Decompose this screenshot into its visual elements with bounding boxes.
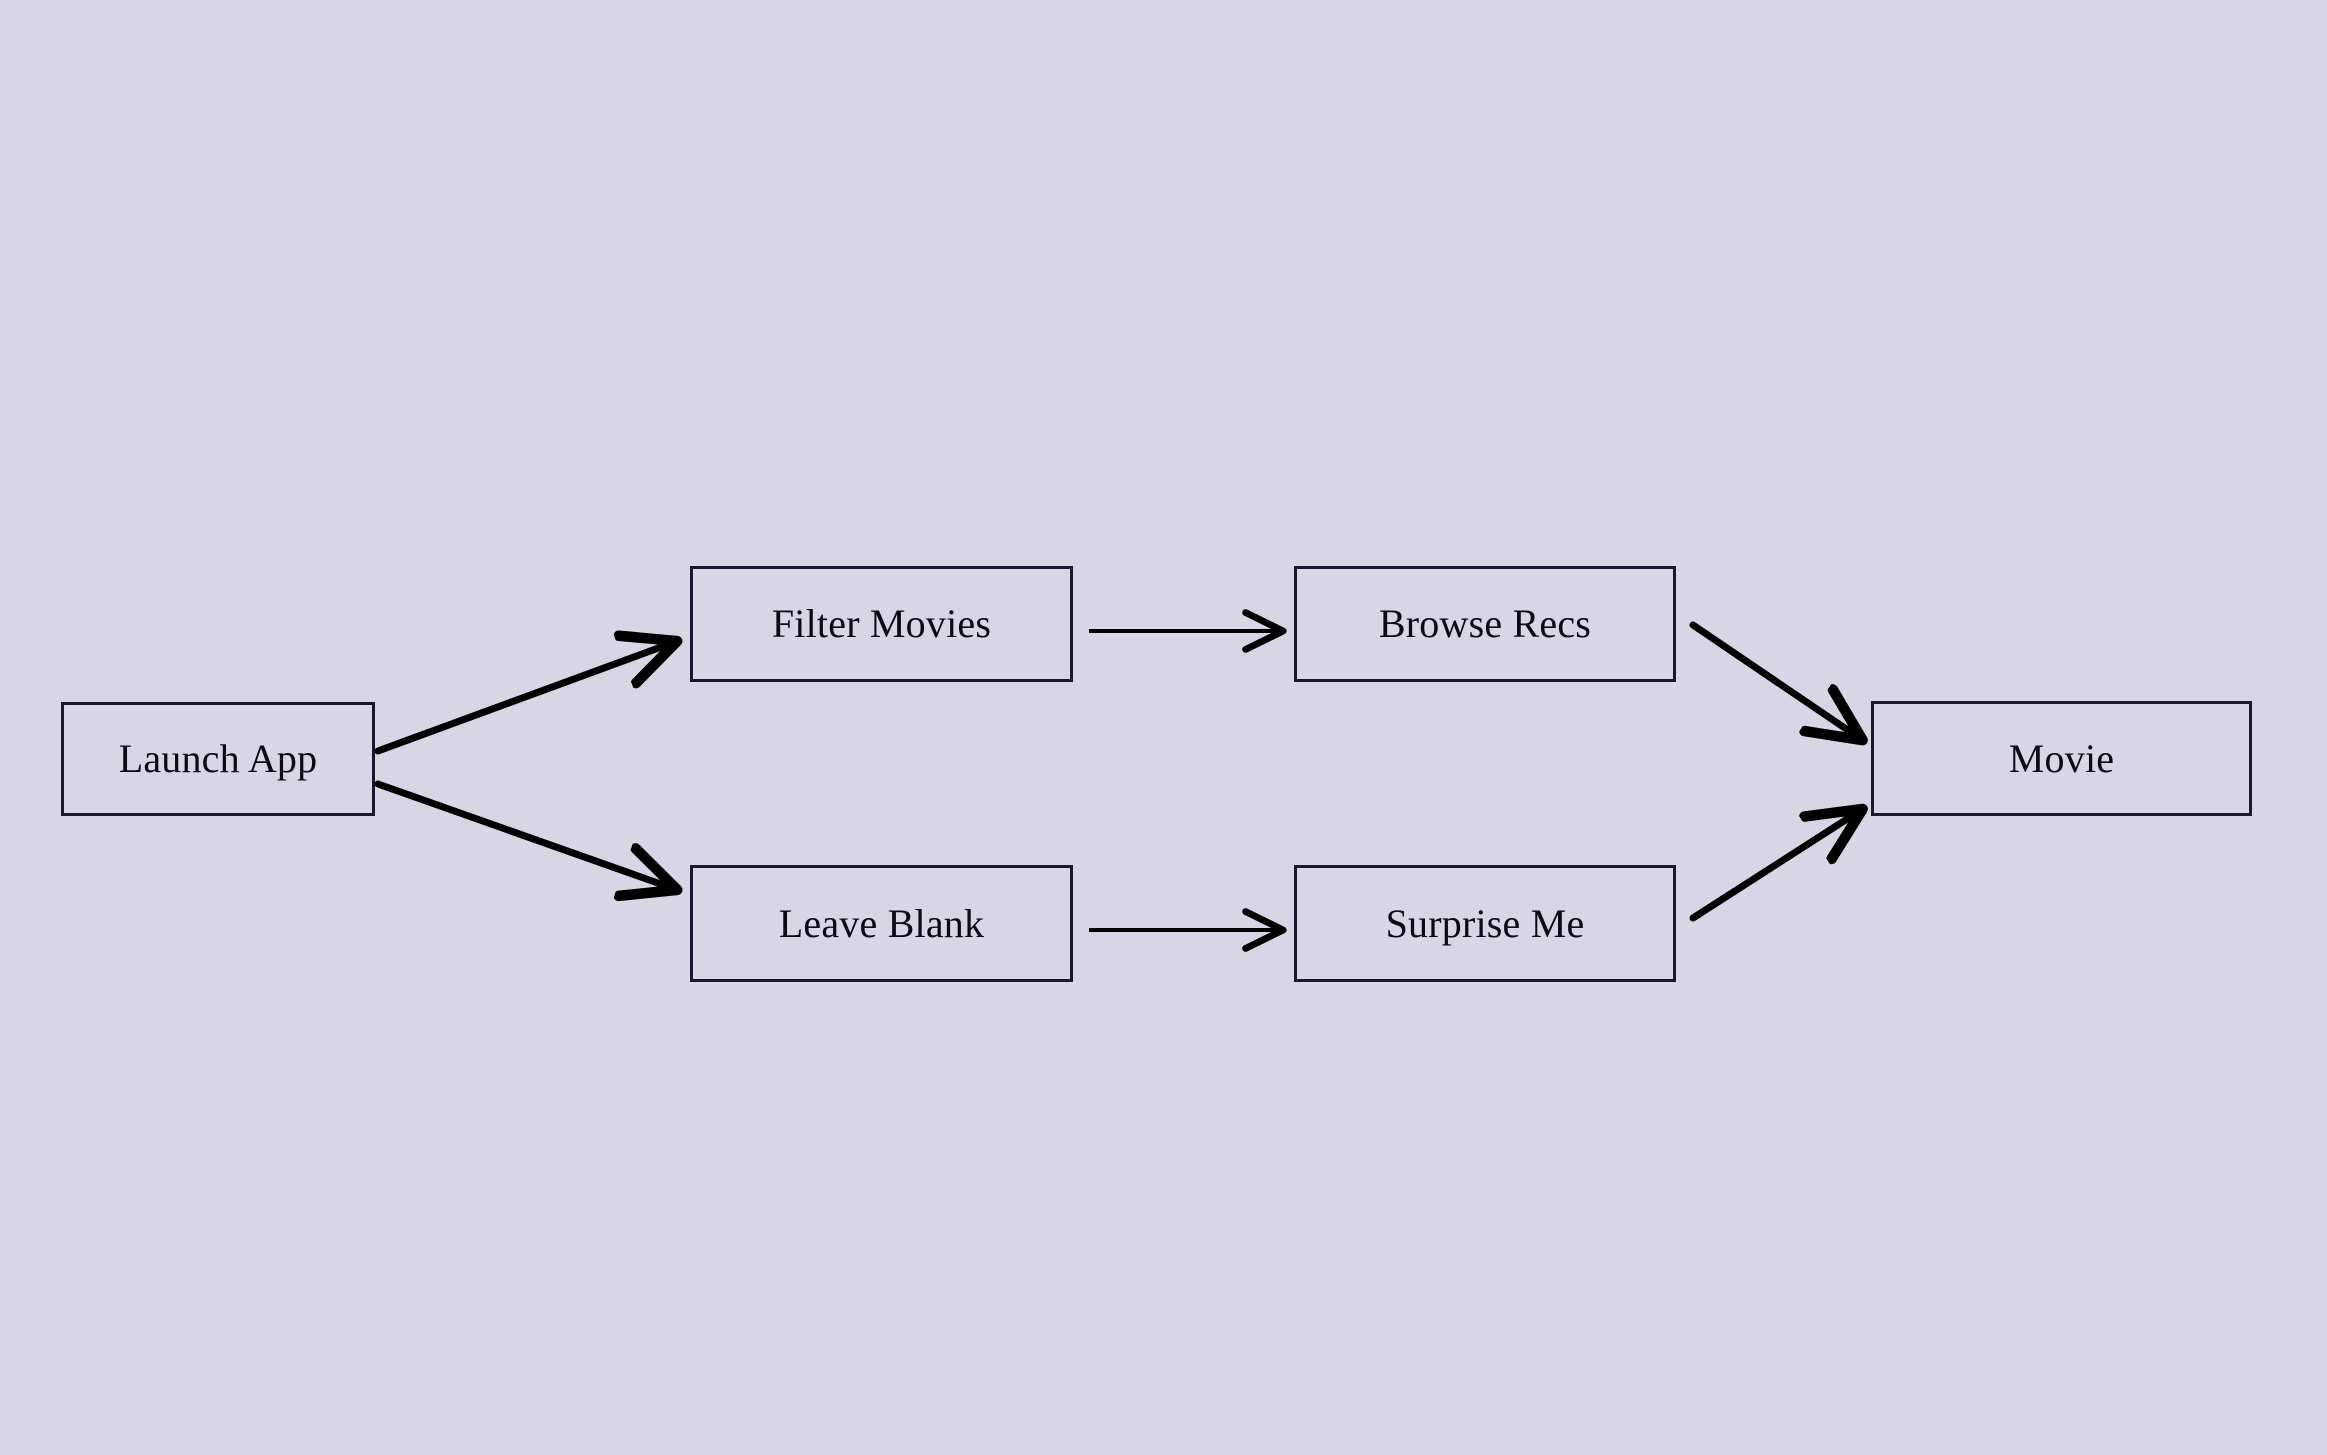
edge-launch-to-filter: [374, 643, 672, 755]
node-label-leave-blank: Leave Blank: [778, 900, 985, 946]
node-label-filter-movies: Filter Movies: [771, 601, 992, 646]
node-label-surprise-me: Surprise Me: [1385, 900, 1585, 946]
node-movie[interactable]: Movie: [1871, 701, 2252, 816]
edge-browse-to-movie: [1689, 621, 1858, 737]
node-browse-recs[interactable]: Browse Recs: [1294, 566, 1676, 682]
edge-surprise-to-movie: [1689, 812, 1858, 922]
edge-launch-to-blank: [374, 780, 672, 888]
node-surprise-me[interactable]: Surprise Me: [1294, 865, 1676, 982]
node-leave-blank[interactable]: Leave Blank: [690, 865, 1073, 982]
node-filter-movies[interactable]: Filter Movies: [690, 566, 1073, 682]
node-label-browse-recs: Browse Recs: [1378, 601, 1592, 646]
node-launch-app[interactable]: Launch App: [61, 702, 375, 816]
node-label-movie: Movie: [2008, 735, 2115, 781]
node-label-launch-app: Launch App: [118, 736, 318, 781]
